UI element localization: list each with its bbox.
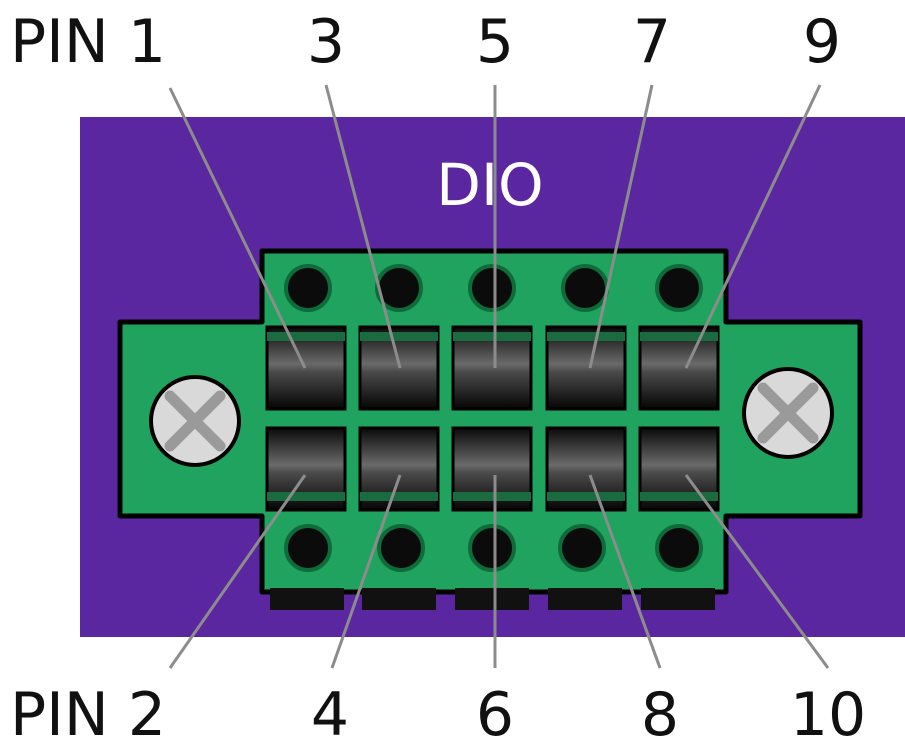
screw-hole: [375, 264, 423, 312]
pin-label-10: 10: [790, 680, 866, 750]
bottom-pin-labels: PIN 2 4 6 8 10: [10, 680, 866, 750]
top-screw-holes: [284, 264, 703, 312]
screw-hole: [284, 524, 332, 572]
leader-line: [330, 474, 402, 669]
leader-line: [684, 84, 822, 369]
pin-label-2: PIN 2: [10, 680, 166, 750]
screw-hole: [284, 264, 332, 312]
pin-label-5: 5: [476, 7, 514, 77]
pin-label-6: 6: [476, 680, 514, 750]
pin-label-4: 4: [311, 680, 349, 750]
bottom-screw-holes: [284, 524, 703, 572]
top-terminal-row: [265, 325, 720, 411]
screw-hole: [468, 264, 516, 312]
screw-hole: [561, 264, 609, 312]
pin-label-9: 9: [803, 7, 841, 77]
leader-line: [588, 84, 654, 369]
latch-tabs: [270, 588, 715, 610]
pin-label-1: PIN 1: [10, 7, 166, 77]
pin-label-7: 7: [633, 7, 671, 77]
pin-label-3: 3: [307, 7, 345, 77]
screw-hole: [655, 524, 703, 572]
leader-line: [168, 87, 307, 369]
dio-title: DIO: [436, 151, 543, 219]
screw-hole: [655, 264, 703, 312]
pin-label-8: 8: [641, 680, 679, 750]
leader-line: [588, 474, 662, 669]
leader-line: [324, 84, 402, 369]
screw-hole: [558, 524, 606, 572]
left-screw-icon: [149, 375, 241, 467]
top-leader-lines: [168, 84, 822, 369]
bottom-leader-lines: [168, 474, 830, 669]
leader-line: [684, 474, 830, 669]
leader-line: [168, 474, 307, 669]
top-pin-labels: PIN 1 3 5 7 9: [10, 7, 841, 77]
right-screw-icon: [742, 367, 834, 459]
screw-hole: [468, 524, 516, 572]
bottom-terminal-row: [265, 426, 720, 512]
screw-hole: [377, 524, 425, 572]
